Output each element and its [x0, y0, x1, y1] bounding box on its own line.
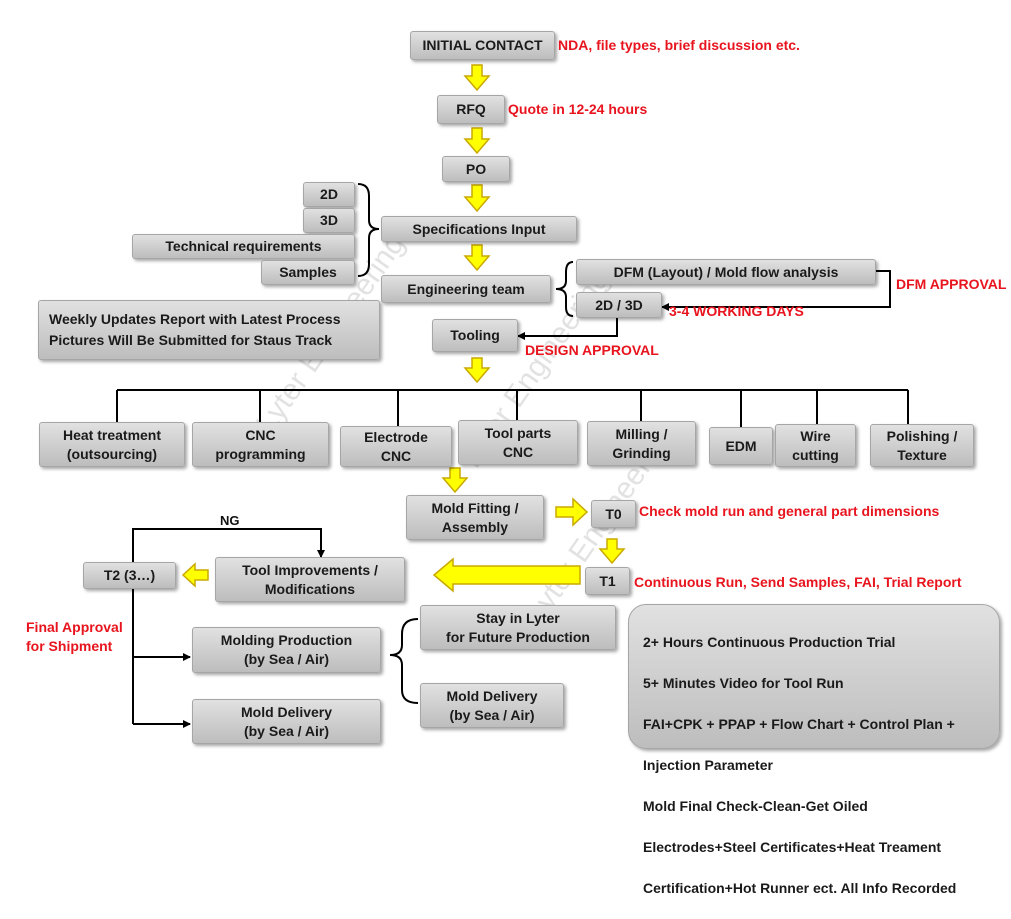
arrow-spec-eng — [463, 244, 491, 272]
arrow-fitting-t0 — [555, 497, 589, 527]
process-electrode-cnc: Electrode CNC — [340, 426, 452, 467]
process-edm: EDM — [709, 427, 773, 465]
trial-requirements-box: 2+ Hours Continuous Production Trial 5+ … — [628, 604, 1000, 896]
process-wire-cutting: Wire cutting — [775, 424, 856, 467]
process-milling-grinding: Milling / Grinding — [587, 421, 696, 466]
stay-in-lyter-box: Stay in Lyter for Future Production — [420, 605, 616, 650]
process-cnc-programming: CNC programming — [192, 422, 329, 467]
t2-box: T2 (3…) — [83, 562, 176, 589]
initial-contact-note: NDA, file types, brief discussion etc. — [558, 37, 800, 53]
trial-requirement: 2+ Hours Continuous Production Trial — [643, 633, 896, 650]
flow-arrows — [181, 64, 626, 593]
ng-label: NG — [220, 513, 240, 528]
design-approval-line — [517, 318, 618, 340]
process-tool-parts-cnc: Tool parts CNC — [458, 420, 578, 465]
mold-delivery-right-box: Mold Delivery (by Sea / Air) — [420, 683, 564, 728]
trial-requirement: Electrodes+Steel Certificates+Heat Tream… — [643, 838, 942, 855]
spec-input-3d: 3D — [303, 208, 355, 233]
process-heat-treatment: Heat treatment (outsourcing) — [39, 422, 185, 467]
initial-contact-box: INITIAL CONTACT — [410, 31, 555, 60]
arrow-t1-improvements — [432, 557, 581, 593]
po-box: PO — [442, 156, 510, 182]
trial-requirement: FAI+CPK + PPAP + Flow Chart + Control Pl… — [643, 715, 955, 732]
t1-box: T1 — [585, 567, 630, 595]
spec-input-box: Specifications Input — [381, 216, 577, 242]
tooling-box: Tooling — [432, 319, 518, 352]
dfm-box: DFM (Layout) / Mold flow analysis — [576, 259, 876, 285]
trial-requirements-list: 2+ Hours Continuous Production Trial 5+ … — [643, 611, 956, 919]
process-polishing-texture: Polishing / Texture — [870, 424, 974, 467]
arrow-contact-rfq — [463, 64, 491, 92]
trial-requirement: 5+ Minutes Video for Tool Run — [643, 674, 844, 691]
spec-input-technical: Technical requirements — [132, 234, 355, 259]
rfq-box: RFQ — [437, 95, 505, 124]
trial-requirement: Injection Parameter — [643, 756, 773, 773]
weekly-updates-box: Weekly Updates Report with Latest Proces… — [38, 300, 380, 360]
production-brace — [389, 618, 419, 704]
design-2d3d-box: 2D / 3D — [576, 292, 662, 318]
rfq-note: Quote in 12-24 hours — [508, 101, 648, 117]
arrow-tooling-processes — [463, 357, 491, 384]
trial-requirement: Mold Final Check-Clean-Get Oiled — [643, 797, 868, 814]
connector-lines — [116, 183, 909, 728]
t0-note: Check mold run and general part dimensio… — [639, 503, 940, 519]
spec-input-2d: 2D — [303, 182, 355, 207]
design-bracket — [555, 261, 574, 317]
mold-delivery-left-box: Mold Delivery (by Sea / Air) — [192, 699, 381, 744]
arrow-improvements-t2 — [181, 562, 209, 588]
molding-production-box: Molding Production (by Sea / Air) — [192, 627, 381, 673]
dfm-approval-line — [661, 270, 891, 311]
spec-inputs-brace — [357, 183, 380, 277]
working-days-note: 3-4 WORKING DAYS — [669, 303, 804, 319]
spec-input-samples: Samples — [261, 260, 355, 285]
arrow-po-spec — [463, 184, 491, 213]
arrow-rfq-po — [463, 127, 491, 155]
dfm-approval-note: DFM APPROVAL — [896, 276, 1007, 292]
trial-requirement: Certification+Hot Runner ect. All Info R… — [643, 879, 957, 896]
t0-box: T0 — [591, 500, 636, 528]
arrow-electrode-fitting — [441, 467, 469, 494]
ng-loop-line — [132, 528, 325, 562]
tool-improvements-box: Tool Improvements / Modifications — [215, 557, 405, 602]
t1-note: Continuous Run, Send Samples, FAI, Trial… — [634, 574, 962, 590]
final-approval-note: Final Approval for Shipment — [26, 619, 123, 654]
mold-fitting-box: Mold Fitting / Assembly — [406, 495, 544, 540]
arrow-t0-t1 — [598, 538, 626, 565]
engineering-team-box: Engineering team — [381, 275, 551, 303]
design-approval-note: DESIGN APPROVAL — [525, 342, 659, 358]
